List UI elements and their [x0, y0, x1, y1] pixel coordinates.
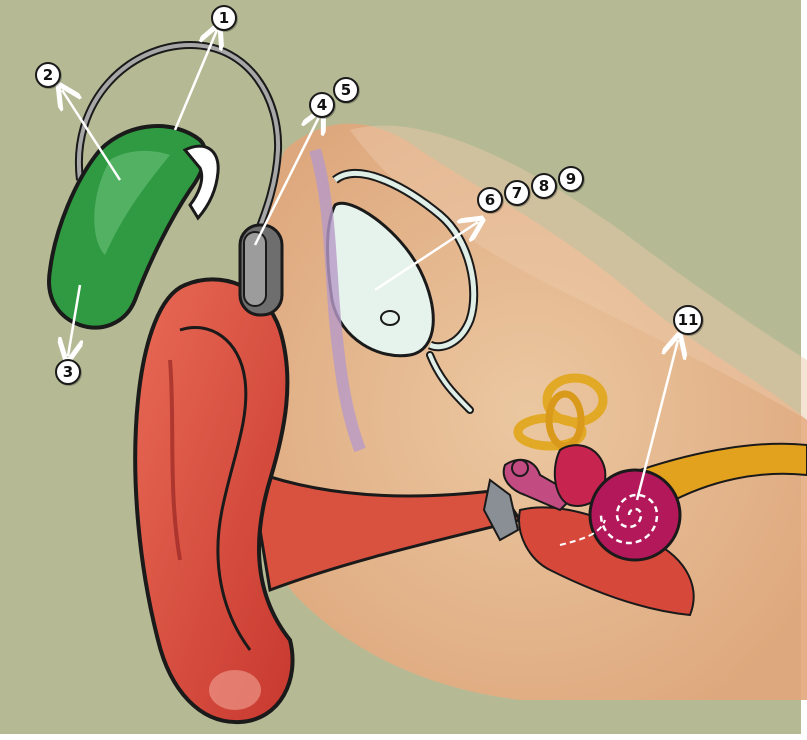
- label-6-badge: 6: [477, 187, 503, 213]
- label-3-badge: 3: [55, 359, 81, 385]
- label-7-badge: 7: [504, 180, 530, 206]
- label-4-badge: 4: [309, 92, 335, 118]
- label-9-badge: 9: [558, 166, 584, 192]
- label-8-badge: 8: [531, 173, 557, 199]
- cochlea: [590, 470, 680, 560]
- label-11-badge: 11: [673, 305, 703, 335]
- label-5-badge: 5: [333, 77, 359, 103]
- ear-lobe-highlight: [209, 670, 261, 710]
- label-1-badge: 1: [211, 5, 237, 31]
- label-2-badge: 2: [35, 62, 61, 88]
- ossicle-head: [512, 460, 528, 476]
